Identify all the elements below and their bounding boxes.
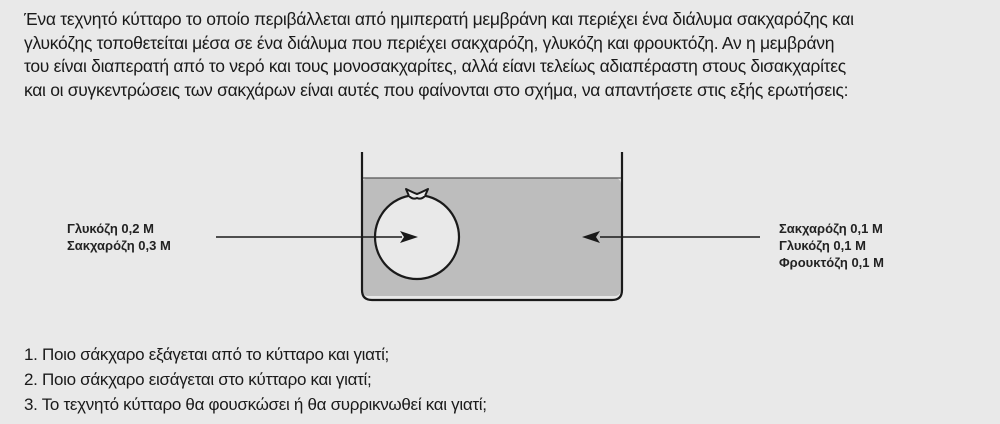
question-1: 1. Ποιο σάκχαρο εξάγεται από το κύτταρο … (24, 345, 389, 364)
question-2: 2. Ποιο σάκχαρο εισάγεται στο κύτταρο κα… (24, 370, 372, 389)
cell-arrow-head (400, 231, 418, 243)
solution-arrow-head (582, 231, 600, 243)
intro-line-1: Ένα τεχνητό κύτταρο το οποίο περιβάλλετα… (24, 9, 854, 29)
beaker-outline (360, 152, 624, 302)
solution-fructose-label: Φρουκτόζη 0,1 Μ (779, 255, 884, 270)
cell-tie-knot (408, 195, 426, 200)
solution-glucose-label: Γλυκόζη 0,1 Μ (779, 238, 866, 253)
solution-sucrose-label: Σακχαρόζη 0,1 Μ (779, 221, 883, 236)
cell-sucrose-label: Σακχαρόζη 0,3 Μ (67, 238, 171, 253)
cell-concentration-labels: Γλυκόζη 0,2 Μ Σακχαρόζη 0,3 Μ (67, 220, 171, 254)
question-3: 3. Το τεχνητό κύτταρο θα φουσκώσει ή θα … (24, 395, 487, 414)
questions-list: 1. Ποιο σάκχαρο εξάγεται από το κύτταρο … (24, 342, 487, 417)
intro-line-4: και οι συγκεντρώσεις των σακχάρων είναι … (24, 79, 849, 100)
cell-tie-ends (405, 188, 429, 197)
intro-line-2: γλυκόζης τοποθετείται μέσα σε ένα διάλυμ… (24, 32, 835, 53)
intro-paragraph: Ένα τεχνητό κύτταρο το οποίο περιβάλλετα… (24, 8, 992, 102)
solution-concentration-labels: Σακχαρόζη 0,1 Μ Γλυκόζη 0,1 Μ Φρουκτόζη … (779, 220, 884, 271)
cell-glucose-label: Γλυκόζη 0,2 Μ (67, 221, 154, 236)
intro-line-3: του είναι διαπερατή από το νερό και τους… (24, 56, 846, 76)
